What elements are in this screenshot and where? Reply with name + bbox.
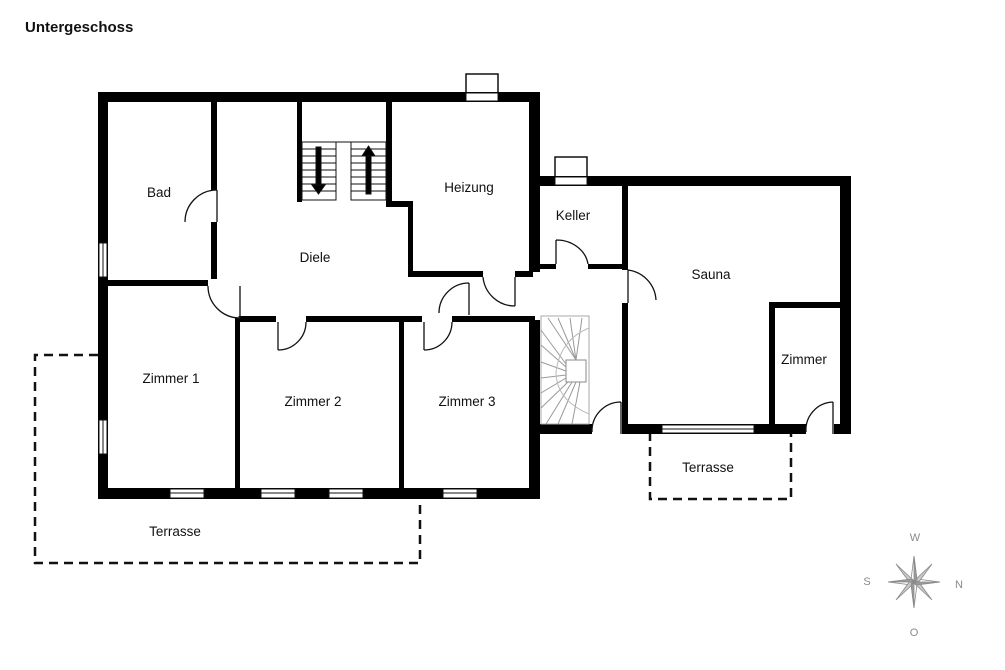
room-label-sauna: Sauna xyxy=(691,267,731,282)
staircase-straight xyxy=(301,141,387,201)
door-zimmer3 xyxy=(423,321,453,351)
doors xyxy=(184,189,834,435)
window xyxy=(554,176,588,186)
terrace-west-outline xyxy=(33,353,422,565)
door-sauna xyxy=(627,269,657,303)
door-diele xyxy=(438,282,470,315)
plan-title: Untergeschoss xyxy=(25,19,133,36)
stair-arrow-up-icon xyxy=(361,145,376,157)
compass-rose: W S N O xyxy=(863,532,963,639)
compass-label-top: W xyxy=(910,532,921,544)
room-label-zimmer: Zimmer xyxy=(781,352,827,367)
compass-label-left: S xyxy=(863,576,870,588)
door-heizung xyxy=(482,276,516,307)
room-label-zimmer2: Zimmer 2 xyxy=(285,394,342,409)
chimneys xyxy=(465,73,588,182)
staircase-spiral xyxy=(540,315,590,425)
door-zimmer2 xyxy=(277,321,307,351)
room-label-heizung: Heizung xyxy=(444,180,494,195)
terrace-outlines xyxy=(33,353,793,565)
room-labels: Bad Diele Heizung Keller Sauna Zimmer 1 … xyxy=(143,180,828,539)
compass-label-right: N xyxy=(955,579,963,591)
door-bad xyxy=(184,189,218,223)
compass-star-icon xyxy=(887,555,941,609)
windows xyxy=(98,92,755,499)
door-zimmer-small xyxy=(805,401,834,434)
room-label-terrasse-west: Terrasse xyxy=(149,524,201,539)
compass-label-bottom: O xyxy=(910,627,919,639)
stair-arrow-down-icon xyxy=(311,184,326,195)
room-label-bad: Bad xyxy=(147,185,171,200)
room-label-terrasse-east: Terrasse xyxy=(682,460,734,475)
room-label-zimmer1: Zimmer 1 xyxy=(143,371,200,386)
room-label-diele: Diele xyxy=(300,250,331,265)
window xyxy=(465,92,499,102)
door-zimmer1 xyxy=(207,285,241,319)
room-label-keller: Keller xyxy=(556,208,591,223)
terrace-east-outline xyxy=(648,432,793,501)
door-stair-exit xyxy=(591,401,622,434)
room-label-zimmer3: Zimmer 3 xyxy=(439,394,496,409)
door-keller xyxy=(555,239,589,265)
